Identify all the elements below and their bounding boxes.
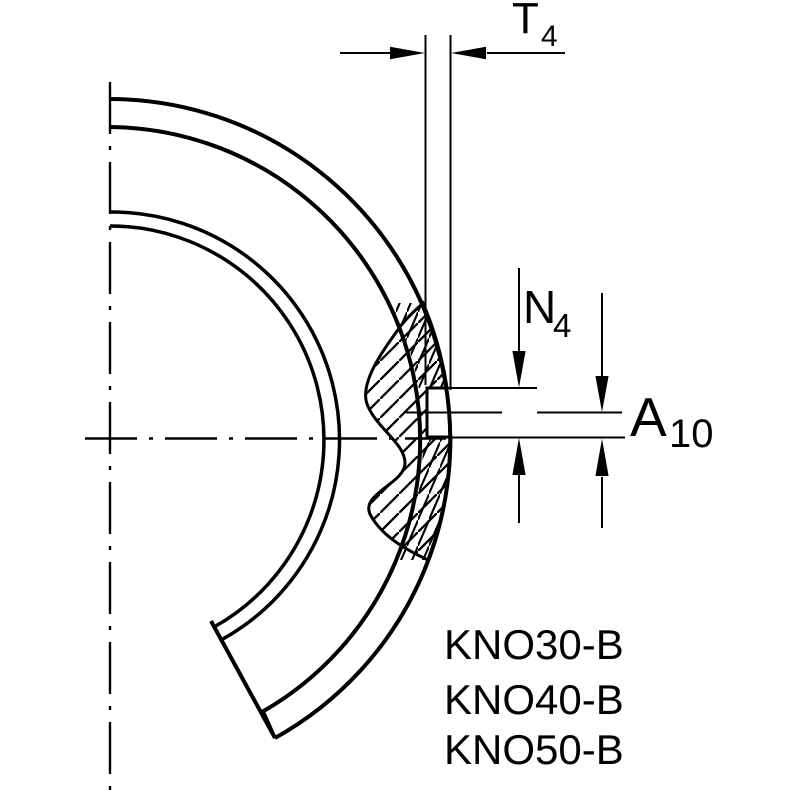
a10-label-subscript: 10 (669, 412, 714, 456)
outer-ring-inner-arc (109, 125, 423, 714)
part-number-list: KNO30-B KNO40-B KNO50-B (444, 621, 624, 773)
n4-label: N (523, 281, 556, 333)
inner-ring-inner-arc (109, 224, 326, 629)
t4-arrowhead-left (390, 46, 425, 60)
t4-arrowhead-right (451, 46, 486, 60)
outer-ring-outer-arc (109, 97, 453, 740)
part-number: KNO30-B (444, 621, 624, 668)
ring-end-cut-line-outer (261, 710, 277, 739)
section-sliver-hatch-top (391, 303, 447, 388)
dimension-t4: T 4 (340, 0, 565, 60)
a10-arrowhead-down (595, 376, 609, 412)
ring-end-cut-line (209, 620, 277, 739)
t4-label-subscript: 4 (541, 20, 558, 53)
t4-label: T (512, 0, 539, 43)
inner-ring-outer-arc (109, 210, 342, 642)
part-number: KNO40-B (444, 676, 624, 723)
n4-arrowhead-down (512, 351, 526, 388)
n4-arrowhead-up (512, 438, 526, 475)
ring-arcs (109, 97, 453, 740)
a10-arrowhead-up (595, 438, 609, 476)
extension-lines (406, 35, 625, 439)
n4-label-subscript: 4 (553, 307, 571, 344)
centerlines (85, 82, 446, 796)
a10-label: A (630, 386, 667, 448)
part-number: KNO50-B (444, 726, 624, 773)
dimension-a10: A 10 (595, 293, 714, 528)
dimension-n4: N 4 (512, 268, 571, 523)
